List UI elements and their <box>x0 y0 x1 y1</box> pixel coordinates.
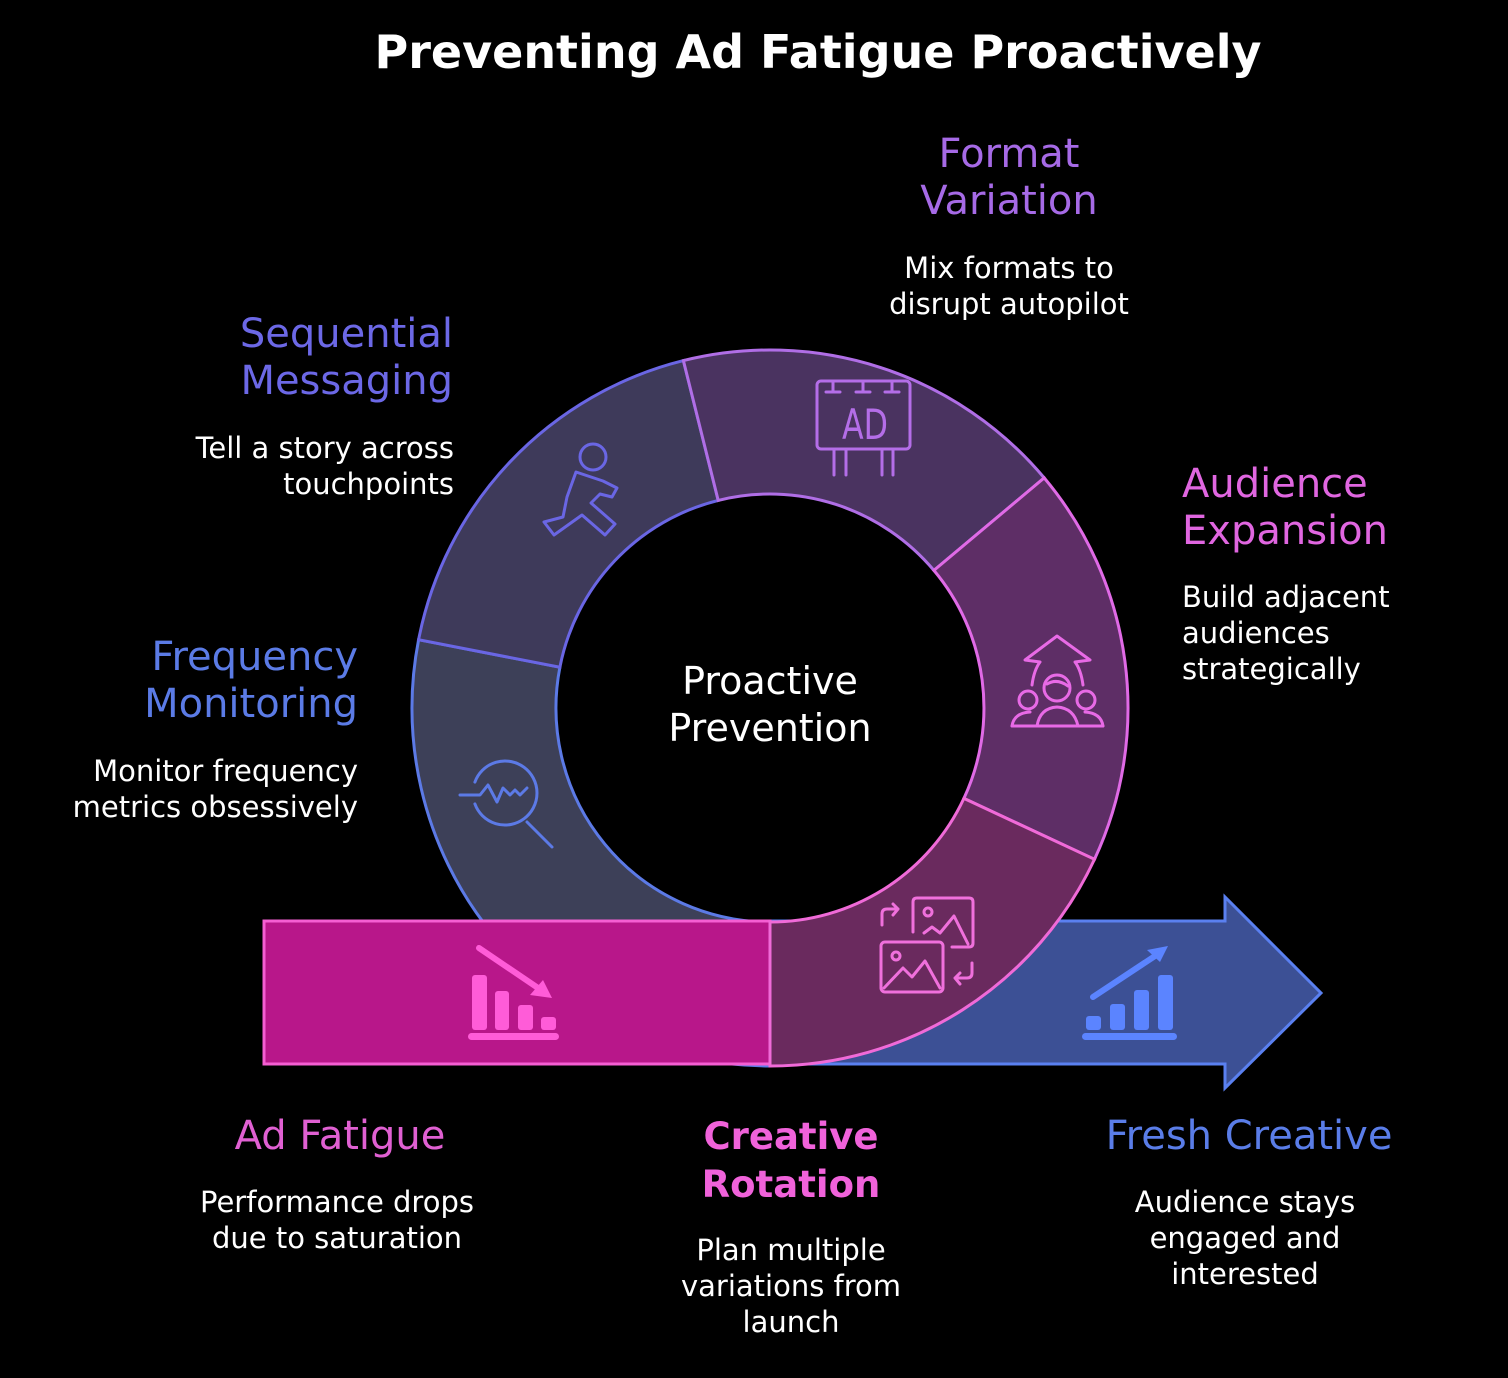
audience-growth-icon <box>1010 634 1105 728</box>
description-line: Tell a story across <box>195 431 454 465</box>
image-swap-icon <box>879 896 975 994</box>
description-line: audiences <box>1182 616 1330 650</box>
frequency-monitoring-title: Frequency Monitoring <box>144 634 358 728</box>
center-label-line: Prevention <box>668 706 872 750</box>
ad-fatigue-description: Performance drops due to saturation <box>137 1184 537 1256</box>
rising-bar-chart-icon <box>1082 946 1177 1040</box>
description-line: due to saturation <box>211 1221 463 1255</box>
title-line: Variation <box>920 178 1098 224</box>
audience-expansion-description: Build adjacent audiences strategically <box>1182 579 1390 687</box>
billboard-ad-icon: AD <box>815 379 912 477</box>
title-line: Messaging <box>240 358 453 404</box>
description-line: Plan multiple <box>696 1233 886 1267</box>
declining-bar-chart-icon <box>468 945 559 1040</box>
format-variation-description: Mix formats to disrupt autopilot <box>809 250 1209 322</box>
format-variation-title: Format Variation <box>809 131 1209 225</box>
frequency-monitoring-description: Monitor frequency metrics obsessively <box>73 753 358 825</box>
description-line: Mix formats to <box>904 251 1114 285</box>
description-line: disrupt autopilot <box>889 287 1129 321</box>
title-line: Expansion <box>1182 508 1388 554</box>
ring-segment-audience-expansion <box>931 475 1130 862</box>
description-line: Audience stays <box>1134 1185 1356 1219</box>
magnifier-wave-icon <box>458 759 554 849</box>
title-line: Fresh Creative <box>1105 1113 1393 1159</box>
description-line: variations from <box>680 1269 902 1303</box>
center-label-line: Proactive <box>682 659 858 703</box>
running-person-icon <box>542 442 619 537</box>
title-line: Sequential <box>239 311 453 357</box>
description-line: Performance drops <box>200 1185 474 1219</box>
title-line: Monitoring <box>144 681 358 727</box>
audience-expansion-title: Audience Expansion <box>1182 461 1388 555</box>
title-line: Frequency <box>151 634 358 680</box>
description-line: metrics obsessively <box>72 790 358 824</box>
ring-segment-format-variation <box>681 348 1047 573</box>
title-line: Format <box>938 131 1080 177</box>
description-line: launch <box>742 1305 840 1339</box>
ring-segment-sequential-messaging <box>416 358 721 669</box>
fresh-creative-title: Fresh Creative <box>1049 1113 1449 1160</box>
title-line: Audience <box>1182 461 1368 507</box>
billboard-ad-label: AD <box>842 400 888 449</box>
center-label: Proactive Prevention <box>570 658 970 752</box>
ad-fatigue-block <box>262 919 772 1066</box>
description-line: interested <box>1171 1257 1319 1291</box>
description-line: Monitor frequency <box>93 754 358 788</box>
ad-fatigue-title: Ad Fatigue <box>140 1113 540 1160</box>
description-line: touchpoints <box>283 467 454 501</box>
title-line: Rotation <box>701 1163 881 1206</box>
fresh-creative-description: Audience stays engaged and interested <box>1045 1184 1445 1292</box>
page-title: Preventing Ad Fatigue Proactively <box>374 25 1262 79</box>
sequential-messaging-description: Tell a story across touchpoints <box>196 430 454 502</box>
description-line: Build adjacent <box>1182 580 1390 614</box>
creative-rotation-description: Plan multiple variations from launch <box>591 1232 991 1340</box>
creative-rotation-title: Creative Rotation <box>591 1113 991 1209</box>
ring-segment-creative-rotation <box>768 796 1097 1068</box>
title-line: Ad Fatigue <box>234 1113 446 1159</box>
title-line: Creative <box>703 1115 879 1158</box>
description-line: strategically <box>1182 652 1361 686</box>
sequential-messaging-title: Sequential Messaging <box>240 311 453 405</box>
description-line: engaged and <box>1149 1221 1341 1255</box>
